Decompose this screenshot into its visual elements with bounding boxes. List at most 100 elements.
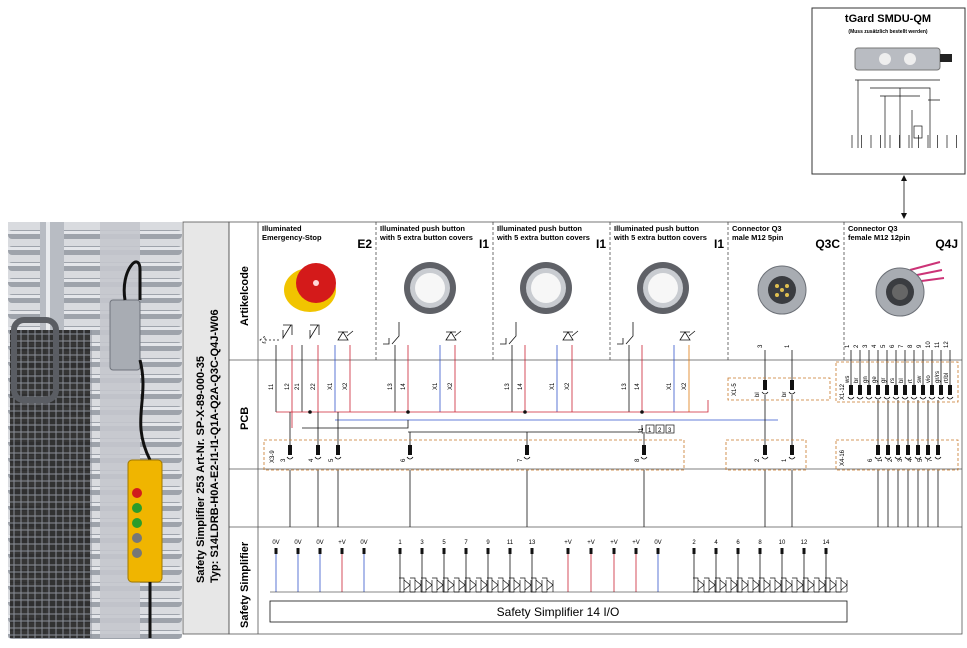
terminal-label: 6: [736, 540, 740, 546]
column-title-line: with 5 extra button covers: [496, 233, 590, 242]
column-code: E2: [357, 237, 372, 251]
plug-pin: [926, 445, 930, 455]
wire-color-label: sw: [917, 375, 923, 383]
column-header-q3c: Connector Q3 male M12 5pin Q3C: [732, 224, 840, 251]
wire: [302, 420, 409, 429]
terminal: [758, 548, 762, 554]
output-transistor-symbol: [399, 577, 411, 593]
q3c-pcb-connector: [725, 439, 807, 471]
emergency-stop-image: [284, 263, 336, 312]
tgard-box: tGard SMDU-QM (Muss zusätzlich bestellt …: [811, 7, 966, 175]
wire: [525, 425, 643, 433]
contact-label: 9: [917, 344, 923, 348]
title-line-2: Typ: S14LDRB-H0A-E2-I1-I1-Q1A-Q2A-Q3C-Q4…: [209, 309, 221, 583]
wire-color-label: br: [854, 378, 860, 383]
column-title-line: Connector Q3: [848, 224, 898, 233]
no-contact-symbol: [617, 322, 634, 345]
x1-5-connector: [727, 377, 831, 401]
terminal: [296, 548, 300, 554]
contact-label: 14: [401, 383, 407, 390]
contact-label: 13: [622, 383, 628, 390]
terminal: [692, 548, 696, 554]
terminal: [486, 548, 490, 554]
row-label-artikelcode: Artikelcode: [239, 266, 251, 326]
column-header-i1-b: Illuminated push button with 5 extra but…: [496, 224, 606, 251]
plug-pin: [849, 385, 853, 395]
contact-label: 4: [872, 344, 878, 348]
jumper-pin: 1: [648, 428, 652, 434]
plug-pin: [886, 445, 890, 455]
output-transistor-symbol: [704, 577, 716, 593]
output-transistor-symbol: [748, 577, 760, 593]
connector-female-image: [875, 261, 945, 317]
wire-color-label: bl: [755, 392, 761, 397]
contact-label: 1: [785, 344, 791, 348]
terminal: [442, 548, 446, 554]
contact-label: X2: [343, 382, 349, 390]
column-title-line: male M12 5pin: [732, 233, 784, 242]
column-header-e2: Illuminated Emergency-Stop E2: [262, 224, 372, 251]
contact-label: 1: [845, 344, 851, 348]
terminal: [736, 548, 740, 554]
terminal-label: 0V: [316, 540, 323, 546]
terminal: [656, 548, 660, 554]
plug-pin: [885, 385, 889, 395]
column-code: I1: [479, 237, 489, 251]
output-transistor-symbol: [421, 577, 433, 593]
actuator-symbol: [259, 335, 280, 345]
terminal: [612, 548, 616, 554]
terminal: [566, 548, 570, 554]
pin-label: 5: [329, 458, 335, 462]
contact-label: 14: [518, 383, 524, 390]
contact-label: 3: [758, 344, 764, 348]
terminal-label: 8: [758, 540, 762, 546]
pin-label: 6: [868, 458, 874, 462]
terminal-label: 0V: [654, 540, 661, 546]
column-title-line: Illuminated push button: [380, 224, 465, 233]
output-transistor-symbol: [454, 577, 466, 593]
wire-color-label: gn: [863, 376, 869, 383]
product-photo: [8, 222, 182, 639]
output-transistor-symbol: [770, 577, 782, 593]
output-transistor-symbol: [836, 577, 848, 593]
terminal-label: 7: [464, 540, 468, 546]
plug-pin: [790, 380, 794, 390]
output-transistor-symbol: [781, 577, 793, 593]
pin-label: 3: [898, 458, 904, 462]
contact-label: 11: [935, 341, 941, 348]
contact-label: X2: [565, 382, 571, 390]
terminal-label: +V: [564, 540, 572, 546]
pin-label: 1: [878, 458, 884, 462]
wire-color-label: vio: [926, 375, 932, 383]
contact-label: 5: [881, 344, 887, 348]
output-transistor-symbol: [531, 577, 543, 593]
terminal: [780, 548, 784, 554]
output-transistor-symbol: [410, 577, 422, 593]
terminal-label: 0V: [272, 540, 279, 546]
jumper-label: J1: [639, 427, 645, 434]
plug-pin: [939, 385, 943, 395]
row-label-pcb: PCB: [239, 407, 251, 430]
pin-label: 6: [401, 458, 407, 462]
plug-pin: [288, 445, 292, 455]
safety-simplifier-box: [269, 600, 848, 623]
pin-label: 4: [309, 458, 315, 462]
column-title-line: Illuminated push button: [614, 224, 699, 233]
pin-label: 8: [635, 458, 641, 462]
output-transistor-symbol: [737, 577, 749, 593]
tgard-device-image: [854, 47, 941, 71]
terminal-label: 4: [714, 540, 718, 546]
pin-label: 7: [518, 458, 524, 462]
push-button-image: [520, 262, 572, 314]
terminal-label: 1: [398, 540, 402, 546]
plug-pin: [916, 445, 920, 455]
lamp-symbol: [445, 330, 462, 341]
wire-color-label: rs: [890, 378, 896, 383]
terminal: [274, 548, 278, 554]
output-transistor-symbol: [487, 577, 499, 593]
wire: [276, 400, 709, 413]
terminal-label: +V: [610, 540, 618, 546]
lamp-symbol: [679, 330, 696, 341]
x4-16-label: X4-16: [840, 449, 846, 466]
terminal-label: 5: [442, 540, 446, 546]
